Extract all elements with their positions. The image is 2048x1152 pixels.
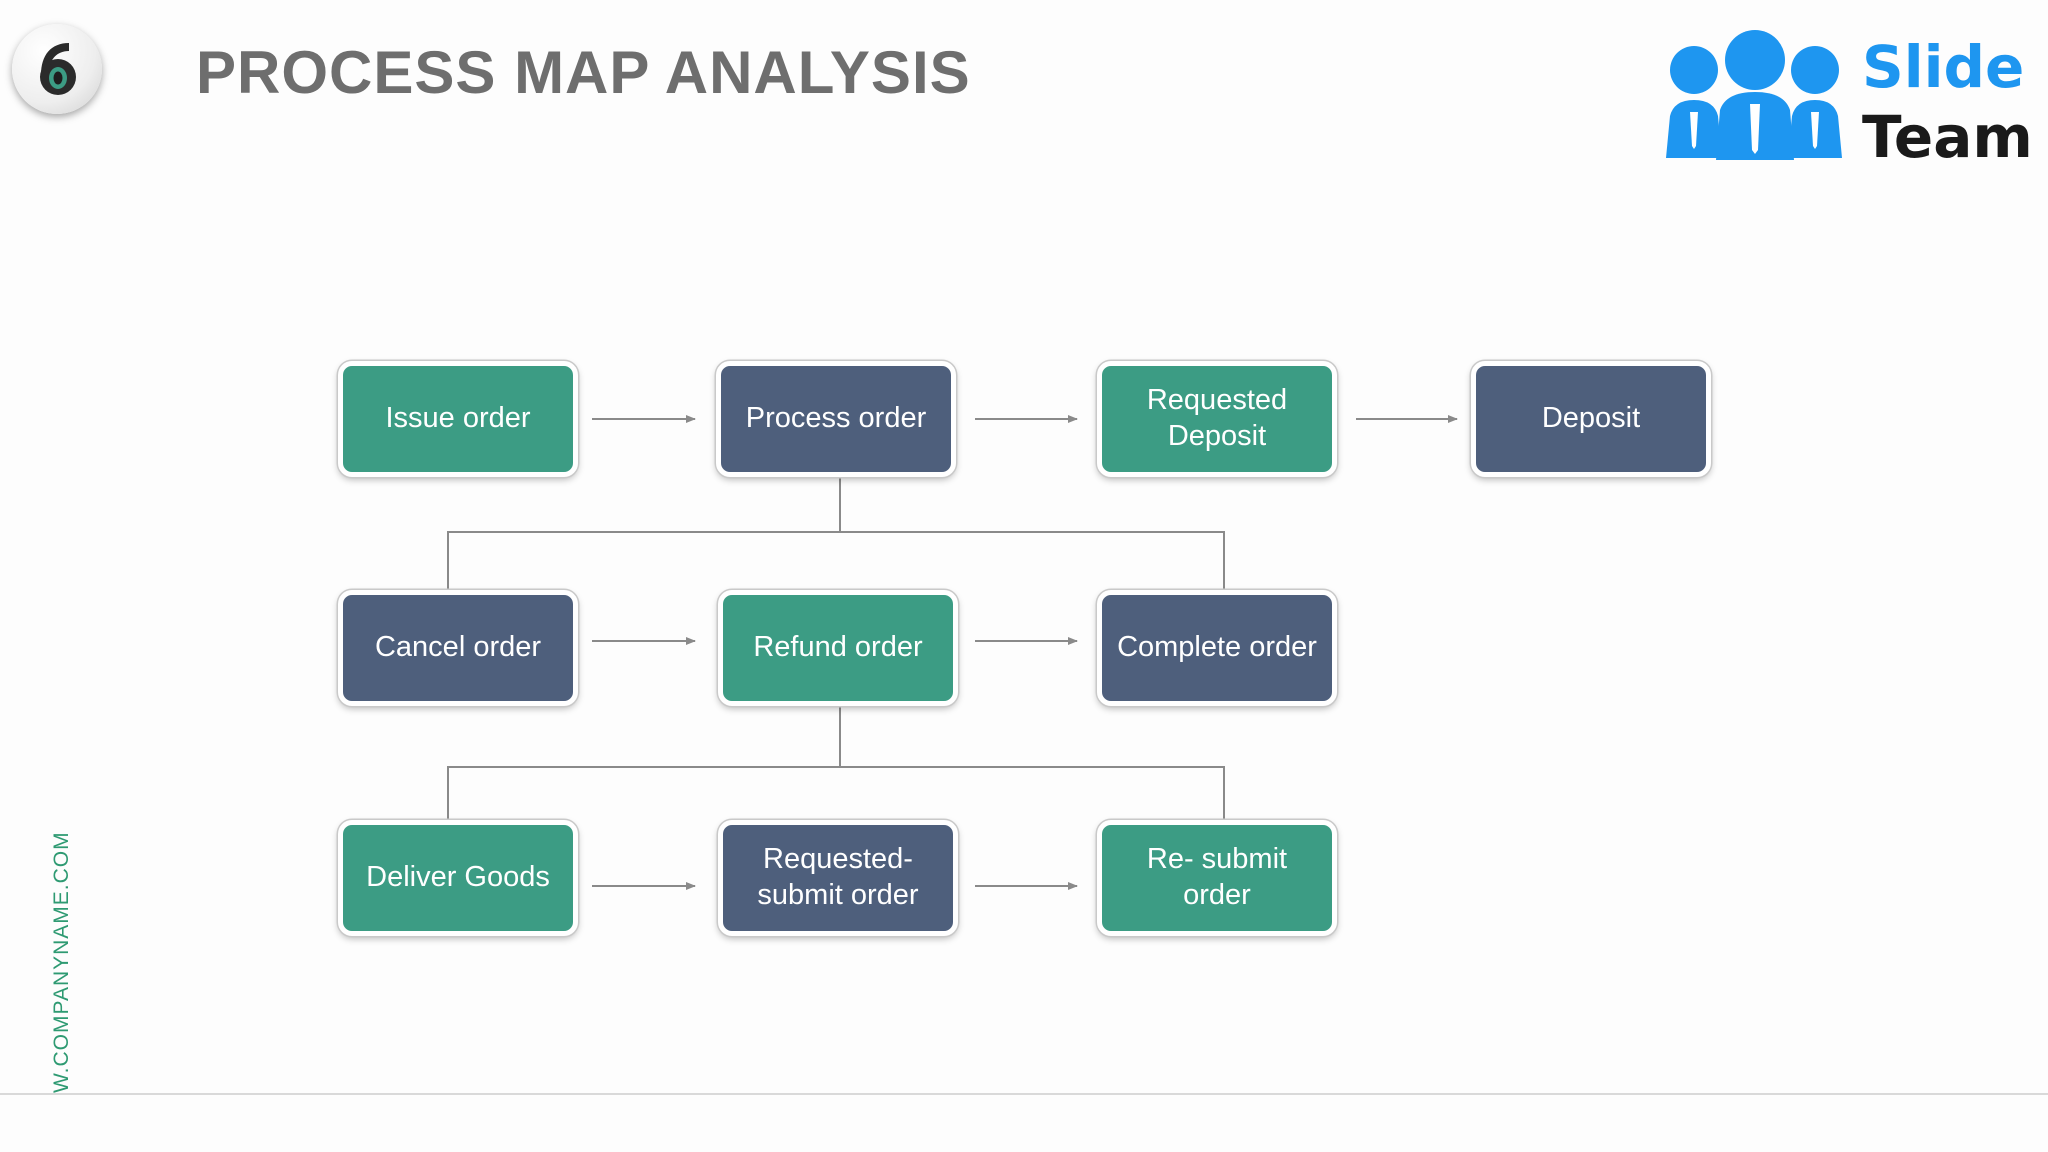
node-deliver-goods: Deliver Goods [338,820,578,936]
slide-number-badge: 6 [12,24,102,114]
node-label: Deliver Goods [366,861,550,894]
node-re-submit-order: Re- submit order [1097,820,1337,936]
slide-number-icon [40,43,76,95]
node-label: Re- submit order [1146,843,1288,911]
footer-divider [0,1093,2048,1095]
node-complete-order: Complete order [1097,590,1337,706]
node-requested-submit-order: Requested- submit order [718,820,958,936]
node-process-order: Process order [716,361,956,477]
slideteam-logo: Slide Team [1660,28,2033,168]
node-label: Refund order [753,631,923,664]
node-label: Issue order [385,402,531,435]
node-cancel-order: Cancel order [338,590,578,706]
node-label: Complete order [1117,631,1317,664]
node-label: Cancel order [374,631,542,664]
node-label: Requested- submit order [757,843,919,911]
node-requested-deposit: Requested Deposit [1097,361,1337,477]
node-refund-order: Refund order [718,590,958,706]
node-issue-order: Issue order [338,361,578,477]
company-watermark: W.COMPANYNAME.COM [50,831,73,1093]
node-label: Requested Deposit [1146,384,1288,452]
branch-bar-row2 [447,531,1225,590]
node-label: Deposit [1541,402,1641,435]
branch-bar-row3 [447,766,1225,820]
people-group-icon [1666,30,1842,160]
node-deposit: Deposit [1471,361,1711,477]
node-label: Process order [745,402,927,435]
logo-word-slide: Slide [1862,33,2025,101]
logo-word-team: Team [1862,103,2033,171]
page-title: PROCESS MAP ANALYSIS [196,39,971,106]
